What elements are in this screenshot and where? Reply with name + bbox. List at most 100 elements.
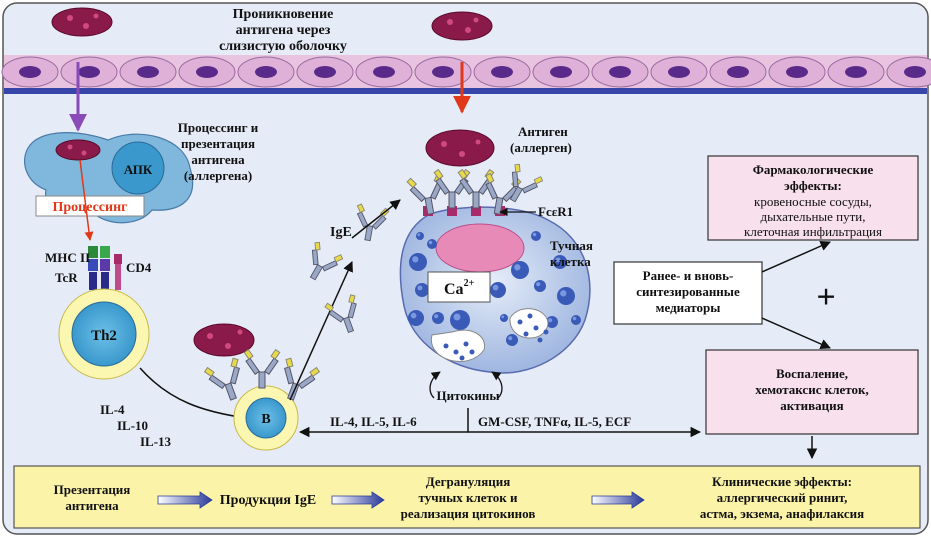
released-granule: [443, 343, 449, 349]
epithelial-nucleus: [432, 66, 454, 78]
b-cell-label: B: [261, 412, 270, 427]
granule: [409, 253, 427, 271]
mediators-line-3: медиаторы: [656, 300, 721, 315]
b-receptor-antibody: [243, 348, 281, 389]
inflammation-line-3: активация: [780, 398, 843, 413]
granule-highlight: [555, 257, 561, 263]
epithelial-nucleus: [786, 66, 808, 78]
epithelial-nucleus: [904, 66, 926, 78]
granule: [490, 282, 506, 298]
epithelial-nucleus: [78, 66, 100, 78]
free-ige-molecules: [309, 203, 390, 334]
released-granule: [537, 337, 543, 343]
degranulation-vesicle-2: [509, 308, 549, 339]
granule: [534, 280, 546, 292]
released-granule: [533, 325, 539, 331]
released-granule: [523, 331, 529, 337]
mhc-label: MHC II: [45, 250, 90, 265]
mast-label-1: Тучная: [550, 238, 593, 253]
pharm-line-2: эффекты:: [784, 178, 842, 193]
granule-highlight: [412, 256, 419, 263]
granule: [450, 310, 470, 330]
apc-nucleus: [111, 141, 165, 195]
basement-membrane: [4, 88, 927, 94]
mast-granules: [408, 231, 581, 354]
granule: [427, 239, 437, 249]
step-4-line-2: аллергический ринит,: [717, 490, 848, 505]
granule-highlight: [417, 285, 423, 291]
granule: [531, 231, 541, 241]
processing-title-1: Процессинг и: [178, 120, 259, 135]
ige-label: IgE: [330, 225, 352, 240]
step-1-line-1: Презентация: [54, 482, 131, 497]
released-granule: [469, 349, 475, 355]
granule-highlight: [501, 315, 505, 319]
cd4-label: CD4: [126, 260, 152, 275]
mast-nucleus: [435, 223, 525, 273]
epithelial-nucleus: [491, 66, 513, 78]
step-3-line-2: тучных клеток и: [419, 490, 518, 505]
pharmacological-effects-box: [707, 155, 919, 241]
epithelial-nucleus: [137, 66, 159, 78]
pharm-line-1: Фармакологические: [753, 162, 874, 177]
granule: [571, 315, 581, 325]
granule-highlight: [508, 336, 513, 341]
mediators-line-2: синтезированные: [636, 284, 740, 299]
step-3-line-1: Дегрануляция: [426, 474, 511, 489]
fcer1-receptor: [471, 206, 481, 216]
released-granule: [543, 329, 549, 335]
il13-label: IL-13: [140, 434, 172, 449]
granule-highlight: [434, 314, 439, 319]
calcium-box: [427, 271, 491, 303]
mediators-box: [613, 261, 763, 325]
inflammation-line-1: Воспаление,: [776, 366, 848, 381]
apc-label: АПК: [124, 162, 153, 177]
epithelial-nucleus: [19, 66, 41, 78]
granule-highlight: [514, 264, 521, 271]
processing-title-3: антигена: [191, 152, 245, 167]
cytokine-curl-right: [491, 371, 503, 399]
plus-sign: +: [816, 279, 835, 316]
granule-highlight: [532, 232, 537, 237]
granule-highlight: [417, 233, 421, 237]
b-receptor-antibody: [203, 357, 240, 401]
processing-box: [35, 195, 145, 217]
antigen-label-1: Антиген: [518, 124, 568, 139]
mediators-line-1: Ранее- и вновь-: [643, 268, 734, 283]
bound-ige: [509, 163, 544, 203]
penetration-label-3: слизистую оболочку: [219, 39, 347, 54]
b-to-ige-arrow: [289, 261, 353, 401]
epithelial-nucleus: [550, 66, 572, 78]
epithelial-nucleus: [668, 66, 690, 78]
granule: [415, 283, 429, 297]
calcium-label: Ca2+: [444, 278, 475, 298]
epithelium-layer: [1, 55, 931, 94]
flow-arrow-2: [331, 491, 385, 509]
granule-highlight: [492, 284, 499, 291]
th2-nucleus: [71, 301, 137, 367]
th2-label: Th2: [91, 328, 117, 344]
inflammation-box: [705, 349, 919, 435]
pharm-line-5: клеточная инфильтрация: [744, 224, 882, 239]
th2-to-b-arrow: [139, 367, 248, 422]
fcer1-receptor: [447, 206, 457, 216]
epithelial-nucleus: [255, 66, 277, 78]
antigen-label-2: (аллерген): [510, 140, 572, 155]
pharm-line-4: дыхательные пути,: [760, 209, 865, 224]
epithelial-nucleus: [727, 66, 749, 78]
pharm-line-3: кровеносные сосуды,: [754, 194, 872, 209]
processing-title-2: презентация: [181, 136, 255, 151]
tcr-label: TcR: [55, 270, 78, 285]
granule-highlight: [536, 282, 541, 287]
inflammation-line-2: хемотаксис клеток,: [755, 382, 868, 397]
cytokine-curl-left: [429, 371, 441, 399]
granule: [416, 232, 424, 240]
il4-label: IL-4: [100, 402, 125, 417]
granule-highlight: [572, 316, 577, 321]
processing-arrow: [79, 159, 94, 241]
cytokines-label: Цитокины: [437, 388, 500, 403]
epithelial-nucleus: [609, 66, 631, 78]
granule-highlight: [548, 318, 553, 323]
apc-antigen: [55, 139, 101, 161]
